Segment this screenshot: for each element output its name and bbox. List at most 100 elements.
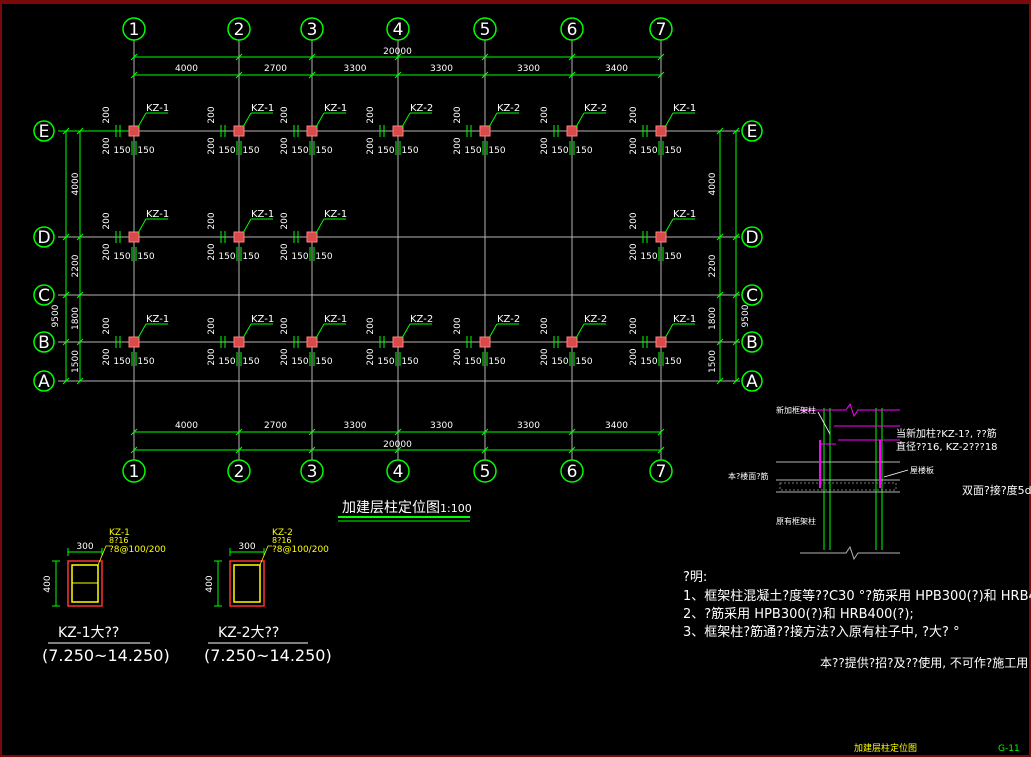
offset-dim-150: 150 [137, 357, 154, 367]
dim-tick [732, 377, 740, 385]
column-tag: KZ-1 [146, 103, 169, 114]
grid-bubble-left-A [33, 370, 55, 392]
offset-dim-150: 150 [291, 357, 308, 367]
grid-label-row-B: B [746, 333, 758, 353]
dim-tick [394, 428, 402, 436]
dim-tick [62, 233, 70, 241]
dim-tick [235, 53, 243, 61]
column-B-6 [566, 336, 578, 348]
kz1-outline [67, 560, 103, 607]
kz1-label: KZ-1 [109, 528, 130, 538]
offset-dim-150: 150 [242, 252, 259, 262]
column-tag: KZ-2 [584, 103, 607, 114]
column-tag: KZ-1 [251, 103, 274, 114]
grid-bubble-top-6 [560, 17, 584, 41]
column-tag-leader [315, 112, 325, 128]
dim-row-label: 1500 [71, 350, 81, 373]
dim-tick [716, 233, 724, 241]
grid-bubble-bottom-5 [473, 459, 497, 483]
dim-row-total-label: 9500 [51, 304, 61, 327]
offset-dim-150: 150 [664, 252, 681, 262]
kz2-stirrup [233, 564, 261, 603]
dim-tick [716, 338, 724, 346]
offset-dim-200: 200 [207, 106, 217, 123]
dim-tick [76, 291, 84, 299]
column-tag: KZ-2 [497, 103, 520, 114]
dim-spacing-label: 3300 [344, 64, 367, 74]
column-E-7 [655, 125, 667, 137]
grid-label-col-6: 6 [567, 20, 578, 40]
offset-dim-150: 150 [551, 357, 568, 367]
grid-label-col-7: 7 [656, 462, 667, 482]
grid-bubble-bottom-7 [649, 459, 673, 483]
column-tag-leader [242, 112, 252, 128]
dim-spacing-label: 3300 [344, 421, 367, 431]
dim-tick [76, 377, 84, 385]
dim-tick [130, 53, 138, 61]
offset-dim-150: 150 [218, 146, 235, 156]
kz1-range: (7.250~14.250) [42, 646, 170, 665]
offset-dim-150: 150 [315, 357, 332, 367]
dim-tick [716, 291, 724, 299]
column-tag-leader [315, 218, 325, 234]
column-tag: KZ-1 [146, 209, 169, 220]
dim-tick [568, 446, 576, 454]
column-tag-leader [137, 323, 147, 339]
grid-bubble-top-4 [386, 17, 410, 41]
dim-tick [62, 377, 70, 385]
offset-dim-150: 150 [291, 146, 308, 156]
drawing-scale: 1:100 [440, 502, 472, 515]
note-item-3: 3、框架柱?筋通??接方法?入原有柱子中, ?大? ° [683, 624, 960, 640]
column-tag-leader [242, 218, 252, 234]
column-E-1 [128, 125, 140, 137]
dim-row-total-label: 9500 [741, 304, 751, 327]
column-E-5 [479, 125, 491, 137]
dim-tick [76, 233, 84, 241]
offset-dim-150: 150 [113, 252, 130, 262]
offset-dim-200: 200 [102, 317, 112, 334]
titleblock-name: 加建层柱定位图 [854, 742, 917, 754]
dim-row-label: 4000 [708, 172, 718, 195]
dim-total-label: 20000 [383, 47, 412, 57]
offset-dim-200: 200 [453, 317, 463, 334]
dim-tick [62, 338, 70, 346]
offset-dim-200: 200 [102, 212, 112, 229]
offset-dim-150: 150 [401, 146, 418, 156]
grid-label-row-C: C [746, 286, 758, 306]
offset-dim-200: 200 [366, 317, 376, 334]
note-item-1: 1、框架柱混凝土?度等??C30 °?筋采用 HPB300(?)和 HRB4 [683, 588, 1031, 604]
column-tag: KZ-1 [146, 314, 169, 325]
grid-label-col-4: 4 [393, 462, 404, 482]
offset-dim-200: 200 [280, 317, 290, 334]
column-B-1 [128, 336, 140, 348]
column-B-5 [479, 336, 491, 348]
grid-bubble-bottom-1 [122, 459, 146, 483]
dim-tick [657, 53, 665, 61]
grid-bubble-bottom-6 [560, 459, 584, 483]
offset-dim-150: 150 [218, 357, 235, 367]
offset-dim-150: 150 [242, 146, 259, 156]
grid-label-col-5: 5 [480, 20, 491, 40]
offset-dim-150: 150 [551, 146, 568, 156]
grid-label-row-A: A [746, 372, 758, 392]
offset-dim-200: 200 [366, 348, 376, 365]
offset-dim-200: 200 [102, 243, 112, 260]
offset-dim-150: 150 [488, 146, 505, 156]
dim-tick [657, 71, 665, 79]
offset-dim-200: 200 [540, 137, 550, 154]
offset-dim-200: 200 [102, 348, 112, 365]
kz2-label: KZ-2 [272, 528, 293, 538]
column-tag-leader [401, 323, 411, 339]
dim-tick [130, 71, 138, 79]
grid-label-col-1: 1 [129, 462, 140, 482]
offset-dim-150: 150 [242, 357, 259, 367]
general-notes: ?明: 1、框架柱混凝土?度等??C30 °?筋采用 HPB300(?)和 HR… [683, 570, 1031, 670]
grid-label-col-3: 3 [307, 462, 318, 482]
grid-label-col-3: 3 [307, 20, 318, 40]
grid-label-row-A: A [38, 372, 50, 392]
grid-bubble-top-1 [122, 17, 146, 41]
column-tag-leader [664, 112, 674, 128]
column-tag: KZ-2 [584, 314, 607, 325]
dim-row-label: 4000 [71, 172, 81, 195]
